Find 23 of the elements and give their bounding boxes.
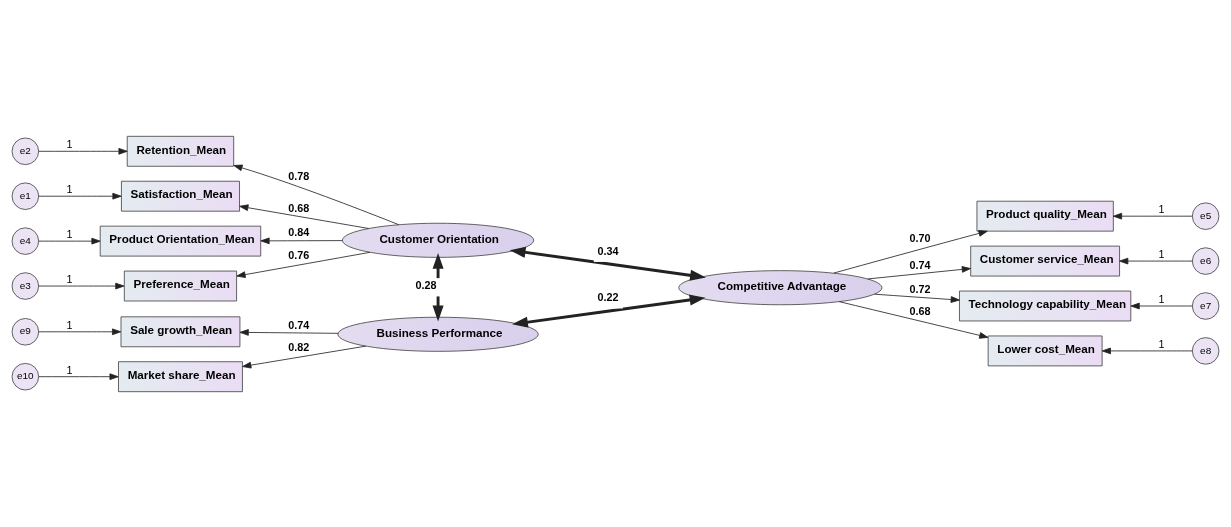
edge-label: 0.70 (909, 231, 931, 244)
edge-label: 0.78 (288, 169, 310, 182)
edge-label: 0.76 (288, 248, 310, 261)
edge-label: 0.82 (288, 340, 310, 353)
edge-label: 0.72 (909, 282, 931, 295)
edge-label: 1 (66, 137, 73, 150)
edge-label: 1 (66, 227, 73, 240)
edge-label: 0.22 (597, 290, 619, 303)
edge-label: 1 (66, 318, 73, 331)
edge-label: 1 (66, 182, 73, 195)
edge-label: 1 (1158, 247, 1165, 260)
edge-label: 0.68 (909, 304, 931, 317)
edge-label: 0.74 (909, 258, 931, 271)
edge-label: 0.68 (288, 201, 310, 214)
edge-label: 0.34 (597, 244, 619, 257)
edge-label: 1 (1158, 337, 1165, 350)
edge-label: 0.84 (288, 225, 310, 238)
edge-label: 1 (66, 363, 73, 376)
edge-label: 1 (1158, 292, 1165, 305)
edge-label: 1 (1158, 202, 1165, 215)
edge-label: 1 (66, 272, 73, 285)
edge-label: 0.28 (415, 278, 437, 291)
edge-label: 0.74 (288, 318, 310, 331)
